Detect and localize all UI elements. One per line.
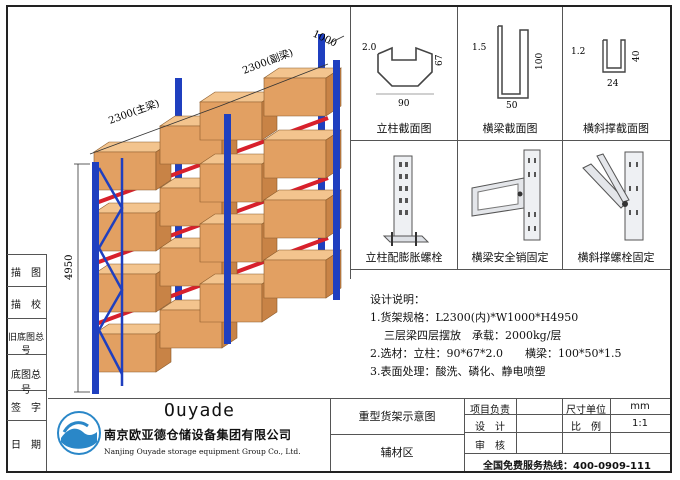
- anchor-bolt-drawing: [382, 155, 430, 246]
- beam-width: 50: [506, 101, 518, 111]
- brand-name: Ouyade: [164, 400, 236, 421]
- drawing-frame: [6, 5, 672, 473]
- beam-height: 100: [535, 53, 545, 70]
- label-design: 设 计: [475, 422, 505, 433]
- label-scale: 比 例: [571, 422, 601, 433]
- label-review: 审 核: [475, 441, 505, 452]
- company-name-cn: 南京欧亚德仓储设备集团有限公司: [104, 428, 292, 442]
- brace-thickness: 1.2: [571, 47, 585, 57]
- upright-depth: 67: [435, 54, 445, 66]
- label-project-lead: 项目负责: [470, 405, 510, 416]
- label-old-base-no: 旧底图总号: [7, 333, 44, 356]
- brace-bolt-caption: 横斜撑螺栓固定: [577, 251, 655, 264]
- service-hotline: 全国免费服务热线：400-0909-111: [483, 461, 651, 472]
- label-base-no: 底图总号: [11, 370, 41, 396]
- design-note-2: 2.选材：立柱：90*67*2.0 横梁：100*50*1.5: [370, 347, 622, 360]
- rack-illustration: 2300(主梁) 2300(副梁) 1000 4950: [64, 29, 345, 394]
- scale-value: 1:1: [631, 418, 649, 429]
- anchor-bolt-caption: 立柱配膨胀螺栓: [365, 251, 443, 264]
- safety-pin-drawing: [471, 149, 541, 241]
- beam-section-caption: 横梁截面图: [482, 122, 538, 135]
- design-note-3: 3.表面处理：酸洗、磷化、静电喷塑: [370, 365, 546, 378]
- beam-thickness: 1.5: [472, 43, 487, 53]
- design-note-1b: 三层梁四层摆放 承载：2000kg/层: [384, 329, 562, 342]
- material-area: 辅材区: [380, 446, 414, 459]
- drawing-name: 重型货架示意图: [358, 410, 436, 423]
- beam-section-drawing: 1.5 100 50: [472, 25, 545, 111]
- dim-height: 4950: [64, 255, 75, 280]
- design-notes-title: 设计说明：: [370, 293, 425, 306]
- label-check: 描 校: [11, 300, 41, 311]
- brace-width: 24: [607, 79, 619, 89]
- company-name-en: Nanjing Ouyade storage equipment Group C…: [104, 447, 301, 456]
- brace-height: 40: [632, 50, 642, 62]
- brace-bolt-drawing: [582, 151, 644, 241]
- upright-section-drawing: 2.0 67 90: [362, 43, 445, 109]
- company-logo: [57, 411, 101, 455]
- brace-section-drawing: 1.2 40 24: [571, 39, 642, 89]
- brace-section-caption: 横斜撑截面图: [583, 122, 649, 135]
- design-note-1: 1.货架规格：L2300(内)*W1000*H4950: [370, 311, 579, 324]
- label-size-unit: 尺寸单位: [566, 405, 606, 416]
- size-unit-value: mm: [630, 401, 650, 412]
- label-date: 日 期: [11, 440, 41, 451]
- label-trace: 描 图: [11, 268, 41, 279]
- safety-pin-caption: 横梁安全销固定: [471, 251, 549, 264]
- upright-section-caption: 立柱截面图: [376, 122, 432, 135]
- dim-main-beam: 2300(主梁): [107, 96, 162, 126]
- upright-width: 90: [398, 99, 410, 109]
- label-sign: 签 字: [11, 403, 41, 414]
- upright-thickness: 2.0: [362, 43, 377, 53]
